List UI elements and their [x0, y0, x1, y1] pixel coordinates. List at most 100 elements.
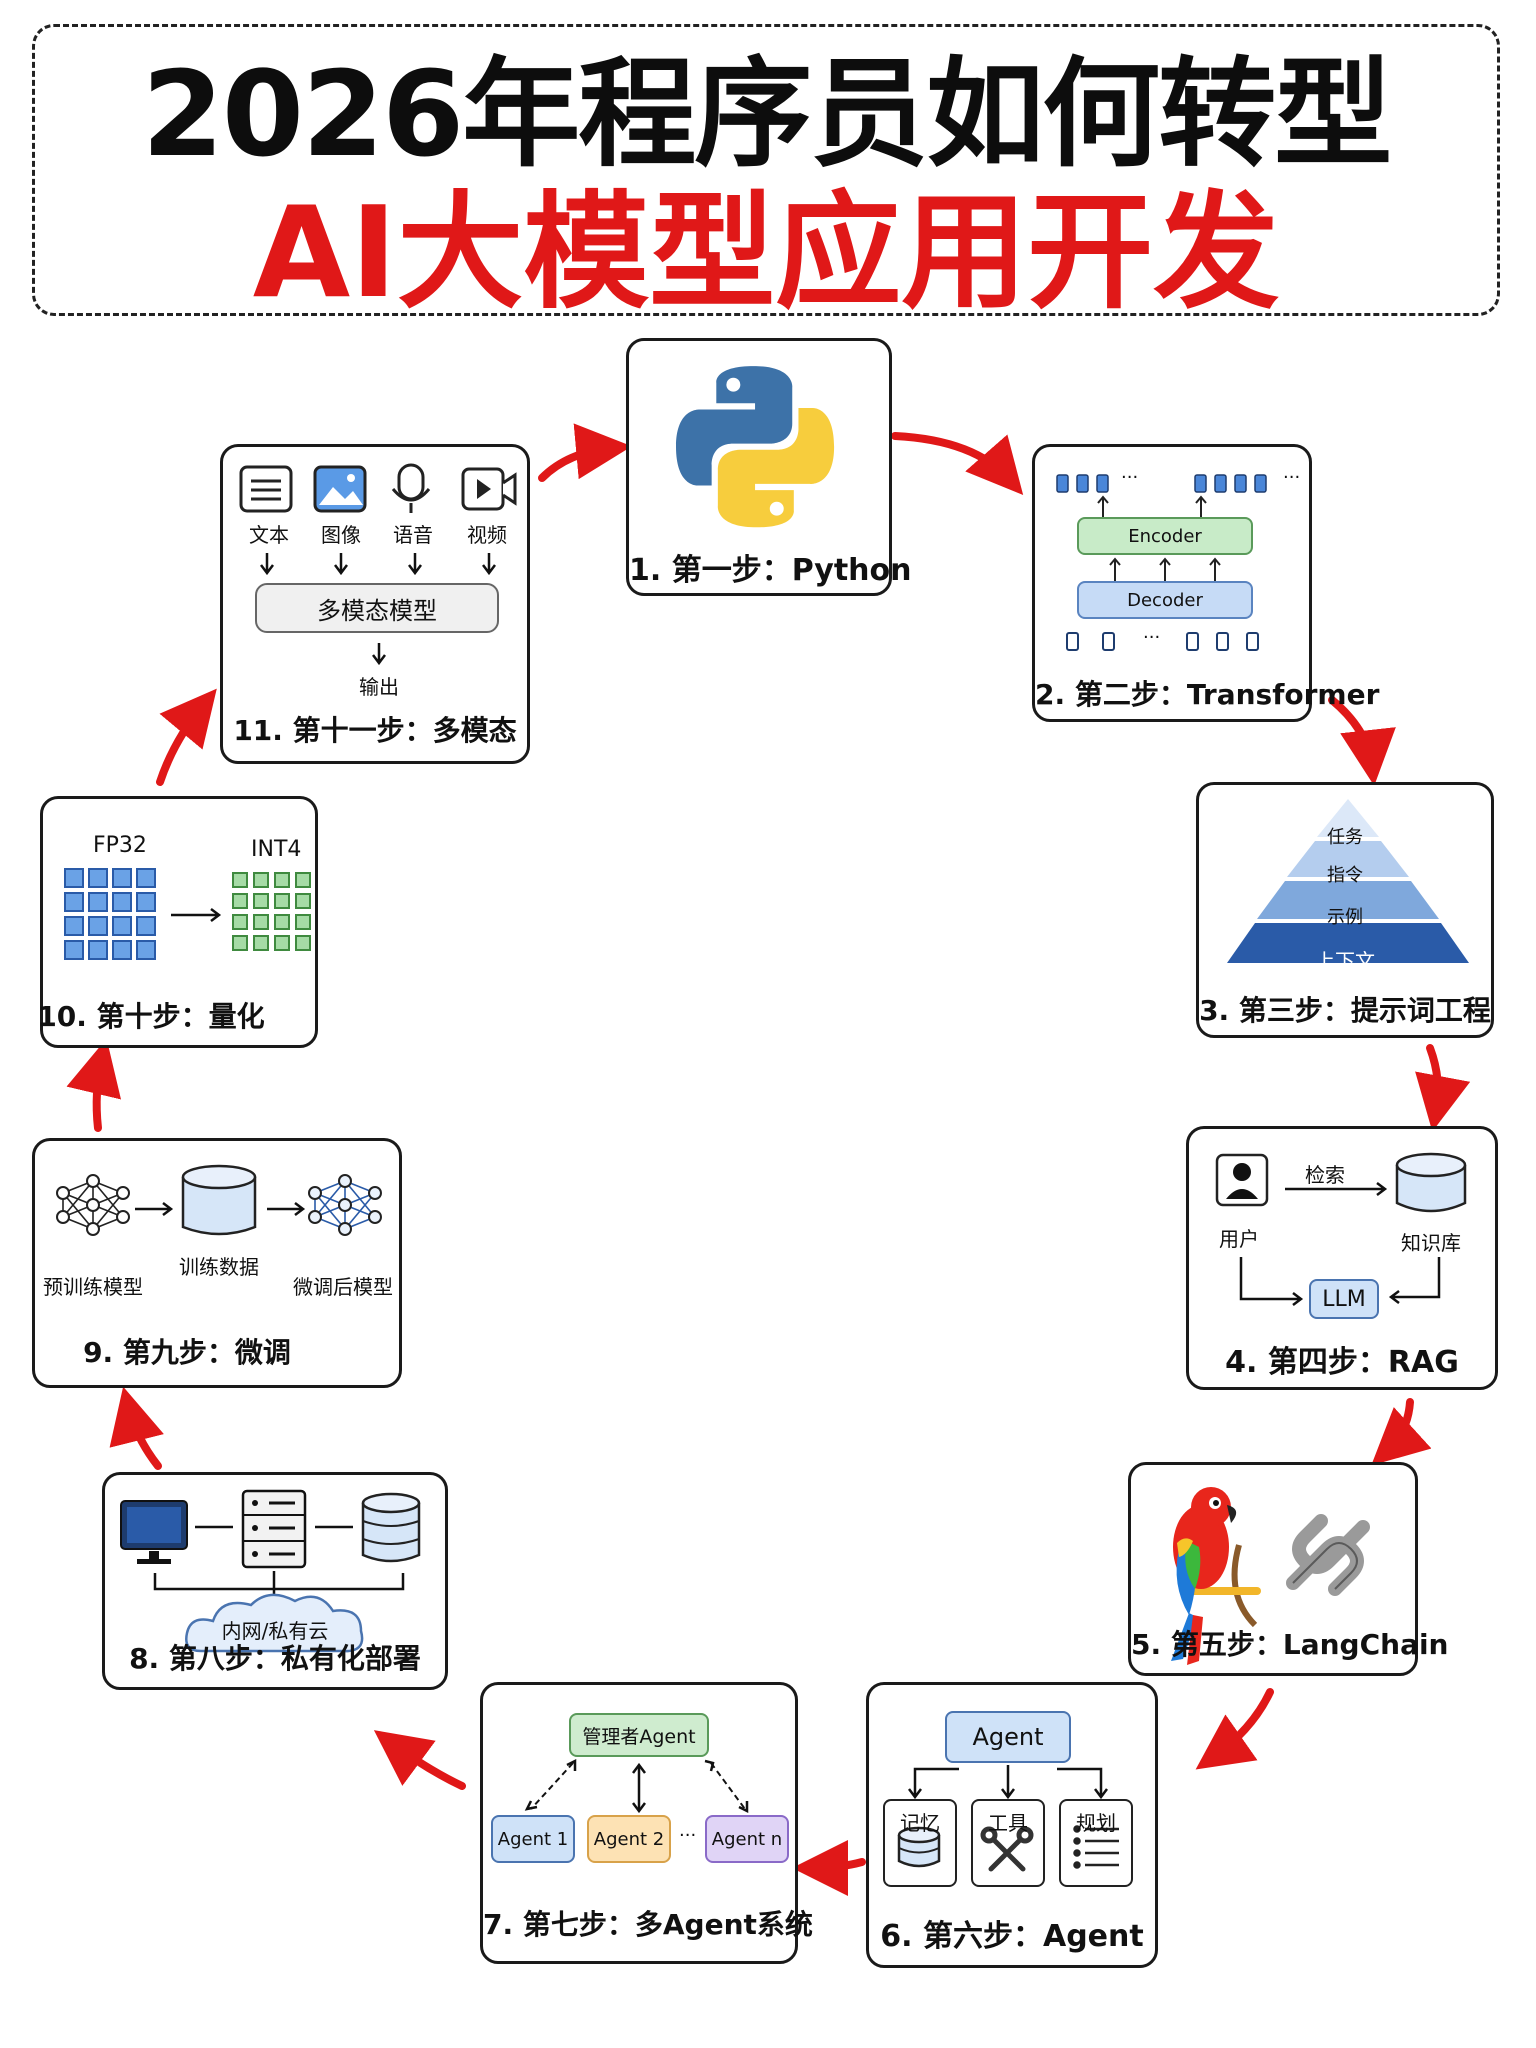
fp32-label: FP32	[93, 833, 147, 858]
cloud-icon	[185, 1593, 364, 1653]
training-data-label: 训练数据	[179, 1255, 259, 1279]
database-icon	[1395, 1152, 1467, 1213]
parrot-icon	[1171, 1487, 1261, 1665]
memory-label: 记忆	[900, 1811, 940, 1835]
int4-cell	[253, 872, 269, 888]
tools-icon	[980, 1826, 1034, 1872]
int4-cell	[253, 935, 269, 951]
int4-cell	[274, 893, 290, 909]
int4-cell	[295, 935, 311, 951]
agent-ellipsis: ···	[679, 1825, 697, 1846]
arrow-8-9	[109, 1386, 164, 1470]
step-2-card: ··· ··· ··· Encoder Decoder 2. 第二步：Trans…	[1032, 444, 1380, 722]
fp32-cell	[112, 916, 132, 936]
fp32-cell	[88, 916, 108, 936]
step-9-caption: 9. 第九步：微调	[83, 1336, 291, 1369]
microphone-icon	[391, 463, 431, 513]
fp32-cell	[64, 916, 84, 936]
int4-cell	[295, 872, 311, 888]
user-label: 用户	[1219, 1227, 1259, 1251]
int4-cell	[232, 935, 248, 951]
quantization-grids	[64, 868, 311, 960]
agent-2-box: Agent 2	[587, 1815, 671, 1863]
fp32-cell	[88, 940, 108, 960]
text-label: 文本	[249, 523, 289, 547]
step-11-caption: 11. 第十一步：多模态	[233, 714, 517, 747]
step-7-card: 管理者Agent Agent 1 Agent 2 ··· Agent n 7. …	[480, 1682, 813, 1964]
int4-cell	[274, 935, 290, 951]
sub-title: AI大模型应用开发	[252, 179, 1280, 326]
step-10-card: FP32 INT4 10. 第十步：量化	[37, 796, 318, 1048]
arrow-11-1	[538, 423, 632, 482]
input-ellipsis: ···	[1143, 627, 1161, 648]
cloud-label: 内网/私有云	[221, 1619, 329, 1643]
title-banner: 2026年程序员如何转型 AI大模型应用开发	[32, 24, 1500, 321]
training-data-icon	[181, 1164, 257, 1236]
storage-database-icon	[361, 1492, 421, 1563]
agent-diagram	[897, 1765, 1119, 1872]
fp32-grid	[64, 868, 156, 960]
arrow-5-6	[1195, 1688, 1274, 1770]
arrow-10-11	[156, 688, 217, 786]
int4-cell	[232, 872, 248, 888]
deployment-diagram	[120, 1489, 421, 1653]
retrieve-label: 检索	[1305, 1163, 1345, 1187]
fp32-cell	[112, 892, 132, 912]
arrow-3-4	[1415, 1044, 1471, 1132]
server-icon	[241, 1489, 307, 1569]
int4-cell	[295, 893, 311, 909]
output-label: 输出	[359, 675, 399, 699]
arrow-6-7	[792, 1839, 866, 1896]
llm-box: LLM	[1309, 1279, 1379, 1319]
pyramid-layer-task: 任务	[1327, 827, 1363, 848]
plan-list-icon	[1073, 1825, 1119, 1869]
fp32-cell	[64, 892, 84, 912]
step-5-card: 5. 第五步：LangChain	[1128, 1462, 1449, 1676]
step-3-card: 任务 指令 示例 上下文 3. 第三步：提示词工程	[1196, 782, 1494, 1038]
rag-diagram	[1215, 1152, 1467, 1306]
token-ellipsis: ···	[1121, 467, 1139, 488]
monitor-icon	[120, 1500, 188, 1564]
step-7-caption: 7. 第七步：多Agent系统	[483, 1908, 813, 1941]
finetuned-network-icon	[308, 1174, 382, 1236]
pretrained-network-icon	[56, 1174, 130, 1236]
langchain-logo	[1171, 1487, 1370, 1665]
step-6-caption: 6. 第六步：Agent	[880, 1919, 1144, 1954]
multi-agent-links	[524, 1758, 749, 1814]
finetuned-label: 微调后模型	[293, 1275, 393, 1299]
main-title: 2026年程序员如何转型	[141, 45, 1392, 183]
pyramid-layer-context: 上下文	[1315, 949, 1375, 973]
fp32-cell	[112, 868, 132, 888]
tools-label: 工具	[988, 1811, 1028, 1835]
image-label: 图像	[321, 523, 361, 547]
fp32-cell	[64, 940, 84, 960]
int4-cell	[253, 914, 269, 930]
transformer-diagram	[1056, 474, 1267, 651]
step-6-card: Agent 记忆 工具 规划 6. 第六步：Agent	[866, 1682, 1158, 1968]
int4-cell	[274, 872, 290, 888]
step-2-caption: 2. 第二步：Transformer	[1035, 678, 1380, 711]
multimodal-model-box: 多模态模型	[255, 583, 499, 633]
fp32-cell	[64, 868, 84, 888]
python-logo-icon	[676, 366, 835, 528]
step-10-caption: 10. 第十步：量化	[37, 1000, 265, 1033]
knowledge-base-label: 知识库	[1401, 1231, 1461, 1255]
int4-cell	[253, 893, 269, 909]
step-1-card: 1. 第一步：Python	[626, 338, 911, 596]
agent-1-box: Agent 1	[491, 1815, 575, 1863]
multimodal-diagram	[239, 463, 517, 666]
arrow-7-8	[373, 1730, 466, 1790]
step-3-caption: 3. 第三步：提示词工程	[1199, 994, 1491, 1027]
plan-label: 规划	[1076, 1811, 1116, 1835]
pyramid-layer-example: 示例	[1327, 907, 1363, 928]
tools-box: 工具	[971, 1799, 1045, 1887]
step-11-card: 文本 图像 语音 视频 多模态模型 输出 11. 第十一步：多模态	[220, 444, 530, 764]
step-4-card: 检索 用户 知识库 LLM 4. 第四步：RAG	[1186, 1126, 1498, 1390]
int4-cell	[295, 914, 311, 930]
int4-cell	[232, 914, 248, 930]
arrow-1-2	[891, 432, 1024, 496]
arrow-9-10	[66, 1038, 122, 1132]
int4-grid	[232, 872, 311, 951]
plan-box: 规划	[1059, 1799, 1133, 1887]
